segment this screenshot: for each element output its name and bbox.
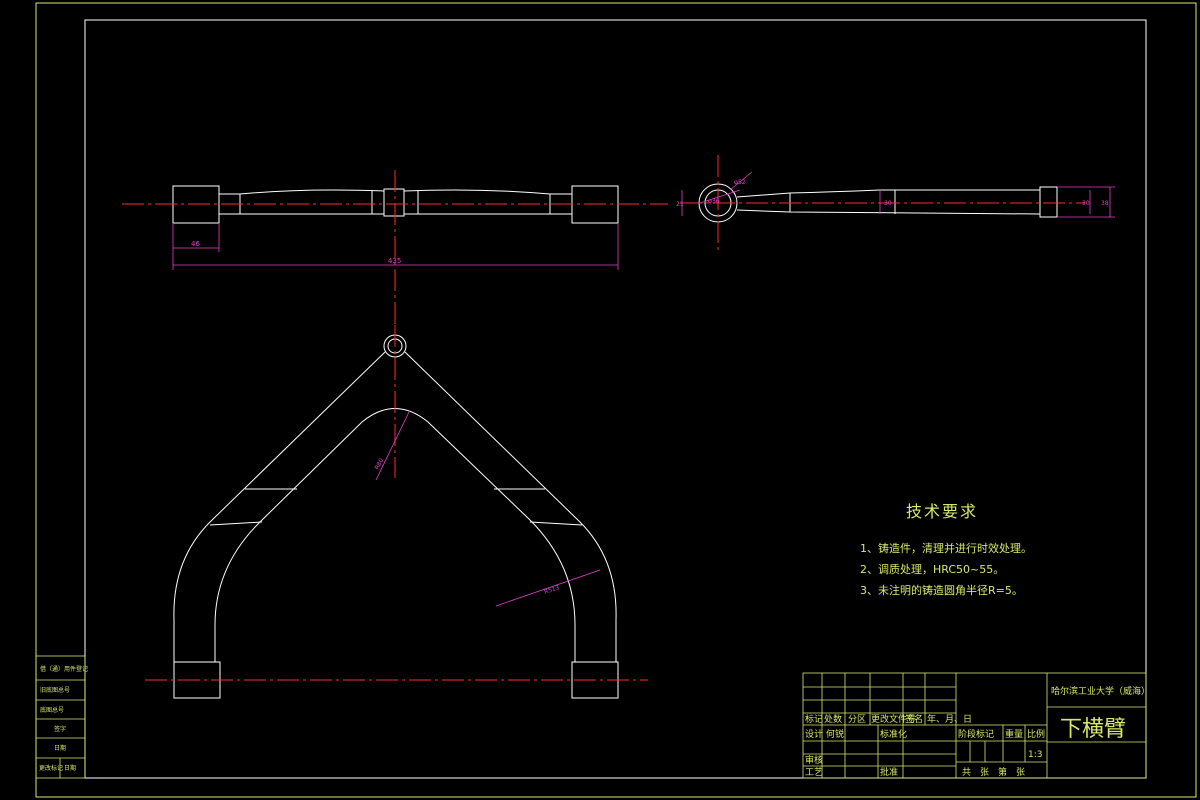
front-view-centerlines (145, 325, 648, 681)
front-view-dimensions (375, 409, 601, 607)
front-view-inner-contour (214, 408, 576, 662)
technical-requirement-3: 3、未注明的铸造圆角半径R=5。 (860, 584, 1023, 597)
side-block-bottom-right: 日期 (64, 764, 76, 772)
dim-front-r1: R80 (374, 457, 386, 471)
side-view-dimensions (681, 171, 1115, 218)
dim-side-d1: 21 (676, 201, 684, 208)
dim-top-width: 46 (191, 240, 200, 248)
side-block (35, 655, 86, 779)
tb-label-gongzhang: 共 张 第 张 (962, 766, 1025, 778)
top-view-arm-left (219, 189, 385, 215)
side-view-end-block (1039, 186, 1058, 218)
tb-label-qianming: 签名 (905, 713, 923, 725)
inner-frame (84, 19, 1147, 779)
technical-requirement-2: 2、调质处理，HRC50~55。 (860, 563, 1005, 576)
title-block (802, 672, 1147, 779)
title-block-scale: 1:3 (1028, 750, 1042, 760)
title-block-part-name: 下横臂 (1060, 717, 1126, 742)
top-view-center-block (383, 188, 405, 217)
side-block-row-3: 底图总号 (40, 706, 64, 714)
tb-label-bili: 比例 (1027, 728, 1045, 740)
dim-side-phi2: φ52 (734, 179, 746, 186)
front-view (173, 334, 619, 699)
dim-side-phi1: φ36 (708, 198, 720, 205)
dim-top-length: 435 (388, 257, 401, 265)
dim-front-r2: R513 (543, 584, 560, 596)
dim-side-d2: 30 (884, 200, 892, 207)
tb-designer-name: 何锐 (826, 728, 844, 740)
outer-frame (35, 2, 1197, 798)
tb-label-fenqu: 分区 (848, 714, 866, 725)
tb-label-gengwenjian: 更改文件号 (871, 713, 916, 725)
title-block-school: 哈尔滨工业大学（威海） (1051, 685, 1150, 697)
dim-side-d3: 30 (1082, 200, 1090, 207)
side-block-row-1: 借（通）用件登记 (40, 665, 88, 673)
top-view (172, 185, 619, 224)
side-view-centerlines (680, 155, 1085, 250)
side-block-row-2: 旧底图总号 (40, 686, 70, 694)
side-block-bottom-left: 更改标记 (39, 764, 63, 772)
technical-requirements-list: 1、铸造件，清理并进行时效处理。 2、调质处理，HRC50~55。 3、未注明的… (860, 540, 1032, 598)
side-block-row-5: 日期 (54, 744, 66, 752)
technical-requirements: 技术要求 1、铸造件，清理并进行时效处理。 2、调质处理，HRC50~55。 3… (860, 498, 1032, 598)
tb-label-gongyi: 工艺 (805, 767, 823, 778)
tb-label-nianyueri: 年、月、日 (927, 713, 972, 725)
tb-label-biaozhunhua: 标准化 (880, 728, 907, 740)
front-view-outer-contour (173, 351, 617, 662)
top-view-arm-right (403, 189, 572, 215)
tb-label-sheji: 设计 (805, 728, 823, 740)
dim-side-d4: 38 (1101, 200, 1109, 207)
tb-label-jieduan: 阶段标记 (958, 728, 994, 740)
tb-label-shenhe: 审核 (805, 754, 823, 766)
tb-label-pizhun: 批准 (880, 766, 898, 778)
side-block-row-4: 签字 (54, 725, 66, 733)
top-view-centerlines (122, 170, 668, 335)
technical-requirement-1: 1、铸造件，清理并进行时效处理。 (860, 542, 1032, 555)
technical-requirements-title: 技术要求 (906, 502, 979, 521)
tb-label-chushu: 处数 (824, 713, 842, 725)
tb-label-zhongliang: 重量 (1005, 728, 1023, 740)
tb-label-biaoji: 标记 (805, 713, 823, 725)
top-view-dimensions (172, 223, 619, 270)
